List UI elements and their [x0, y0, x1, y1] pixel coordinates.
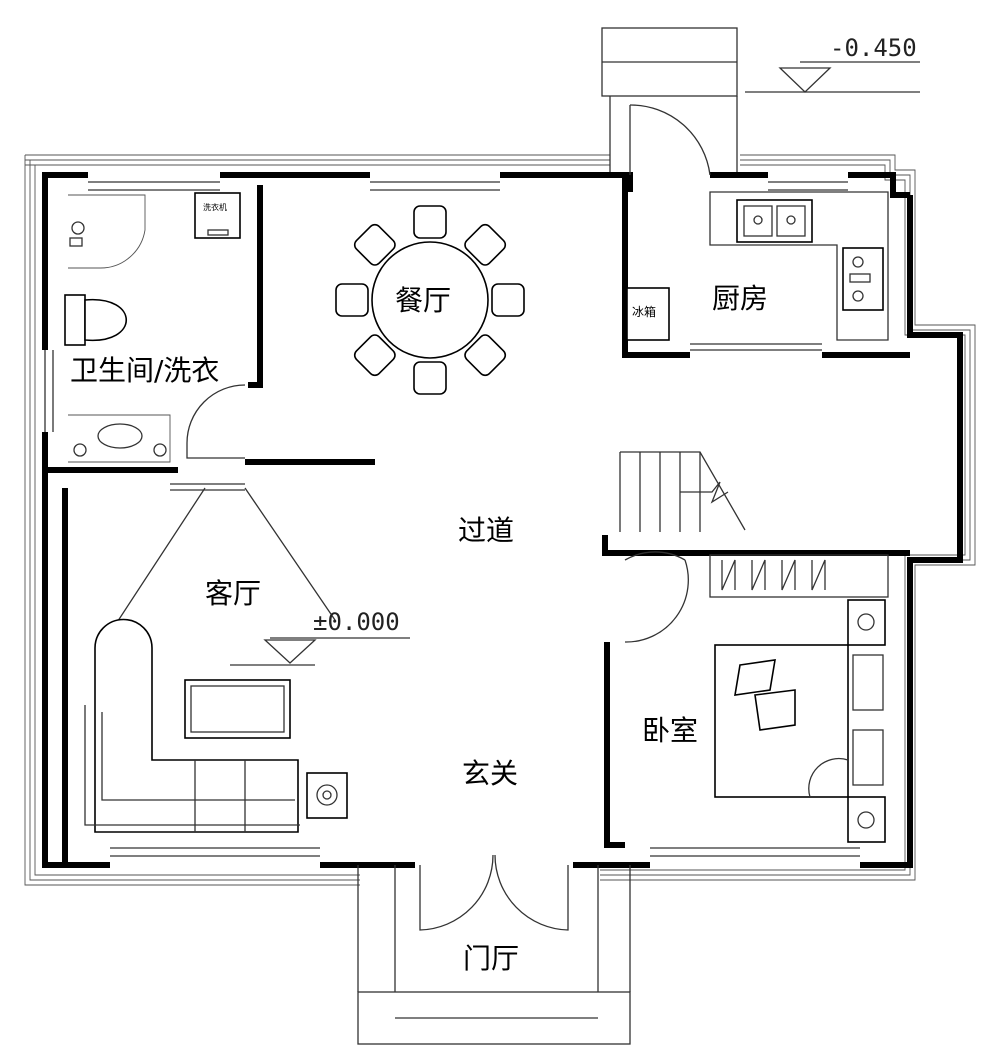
cabinet-tag: 冰箱 [632, 304, 656, 319]
elevation-marker-outside: -0.450 [745, 34, 920, 93]
front-entry [357, 854, 631, 1045]
back-steps [601, 27, 738, 176]
label-dining: 餐厅 [395, 284, 451, 317]
label-porch: 门厅 [463, 942, 519, 975]
label-bathroom: 卫生间/洗衣 [70, 354, 219, 387]
dining-chair [491, 283, 525, 317]
bathroom-fixtures: 洗衣机 [64, 192, 246, 463]
label-living: 客厅 [205, 577, 261, 610]
kitchen-fixtures: 冰箱 [626, 191, 889, 341]
elevation-marker-inside: ±0.000 [230, 608, 410, 666]
dining-chair [413, 205, 447, 239]
wall-details [44, 181, 860, 857]
elevation-inside-text: ±0.000 [313, 608, 400, 636]
elevation-outside-text: -0.450 [830, 34, 917, 62]
dining-chair [413, 361, 447, 395]
dining-chair [353, 334, 396, 377]
label-bedroom: 卧室 [642, 714, 698, 747]
dining-chair [353, 223, 396, 266]
room-labels: 卫生间/洗衣 餐厅 厨房 过道 客厅 卧室 玄关 门厅 [70, 282, 768, 975]
dining-chair [464, 334, 507, 377]
dining-set [335, 205, 525, 395]
dining-chair [335, 283, 369, 317]
dining-chair [464, 223, 507, 266]
label-kitchen: 厨房 [712, 282, 768, 315]
washer-tag: 洗衣机 [203, 202, 227, 212]
living-furniture [84, 487, 348, 833]
label-hallway: 过道 [458, 514, 514, 547]
stairs [619, 451, 746, 532]
bedroom-furniture [624, 551, 889, 843]
dining-table [371, 241, 489, 359]
label-entry: 玄关 [462, 757, 518, 790]
